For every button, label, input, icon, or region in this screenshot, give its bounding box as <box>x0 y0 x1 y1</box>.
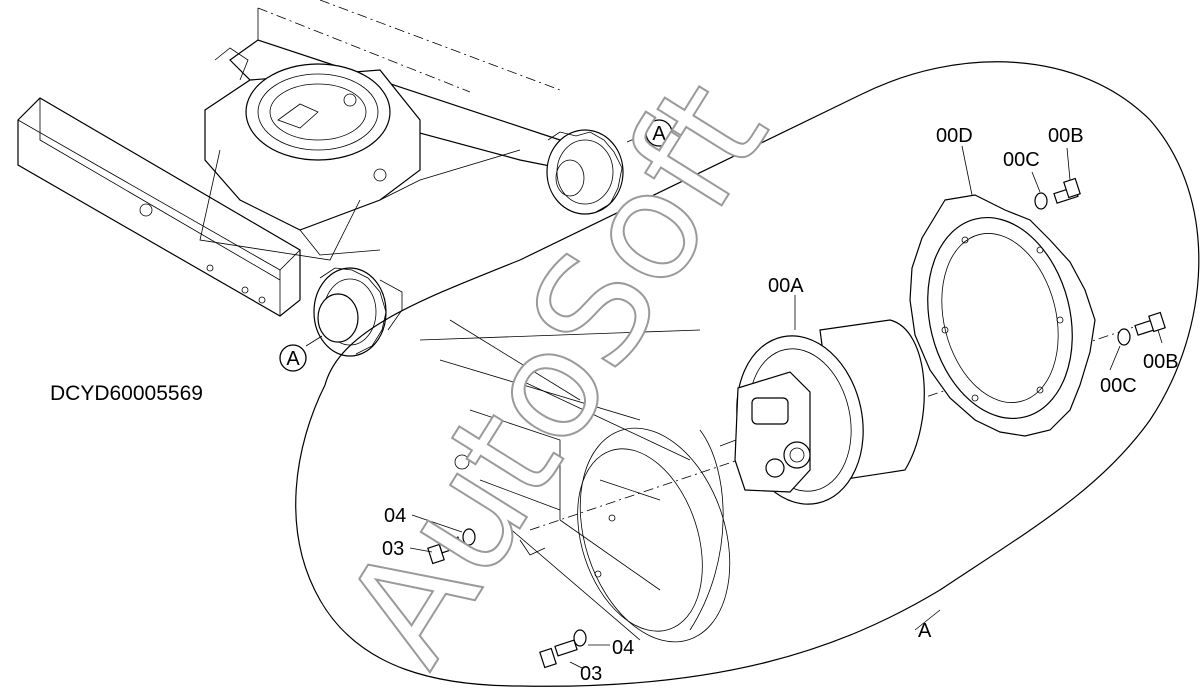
sprocket-wheel <box>909 194 1096 437</box>
upper-sprocket <box>546 129 624 215</box>
callout-00b-upper: 00B <box>1048 125 1084 147</box>
callout-00b-lower: 00B <box>1143 351 1179 373</box>
detail-ref-bubble-lower: A <box>279 344 307 372</box>
callout-04-bottom: 04 <box>612 637 634 659</box>
detail-ref-bubble-upper: A <box>645 119 673 147</box>
callout-00d: 00D <box>936 125 973 147</box>
callout-00c-lower: 00C <box>1100 375 1137 397</box>
detail-label: A <box>918 620 932 642</box>
bolt-washer-left <box>427 528 476 565</box>
callout-00c-upper: 00C <box>1003 149 1040 171</box>
callout-03-bottom: 03 <box>580 663 602 685</box>
drawing-code: DCYD60005569 <box>50 382 203 405</box>
lower-sprocket <box>313 267 403 357</box>
bolt-washer-bottom <box>539 629 587 669</box>
callout-04-left: 04 <box>384 505 406 527</box>
detail-a-assembly <box>409 145 1166 669</box>
detail-a-boundary <box>295 61 1200 687</box>
callout-00a: 00A <box>768 275 804 297</box>
detail-ref-text: A <box>286 348 300 370</box>
detail-ref-text: A <box>652 123 666 145</box>
travel-motor <box>719 319 925 505</box>
callout-03-left: 03 <box>382 538 404 560</box>
bolt-washer-upper <box>1034 177 1081 210</box>
track-frame-overview <box>17 0 647 357</box>
bolt-washer-lower <box>1117 311 1166 346</box>
